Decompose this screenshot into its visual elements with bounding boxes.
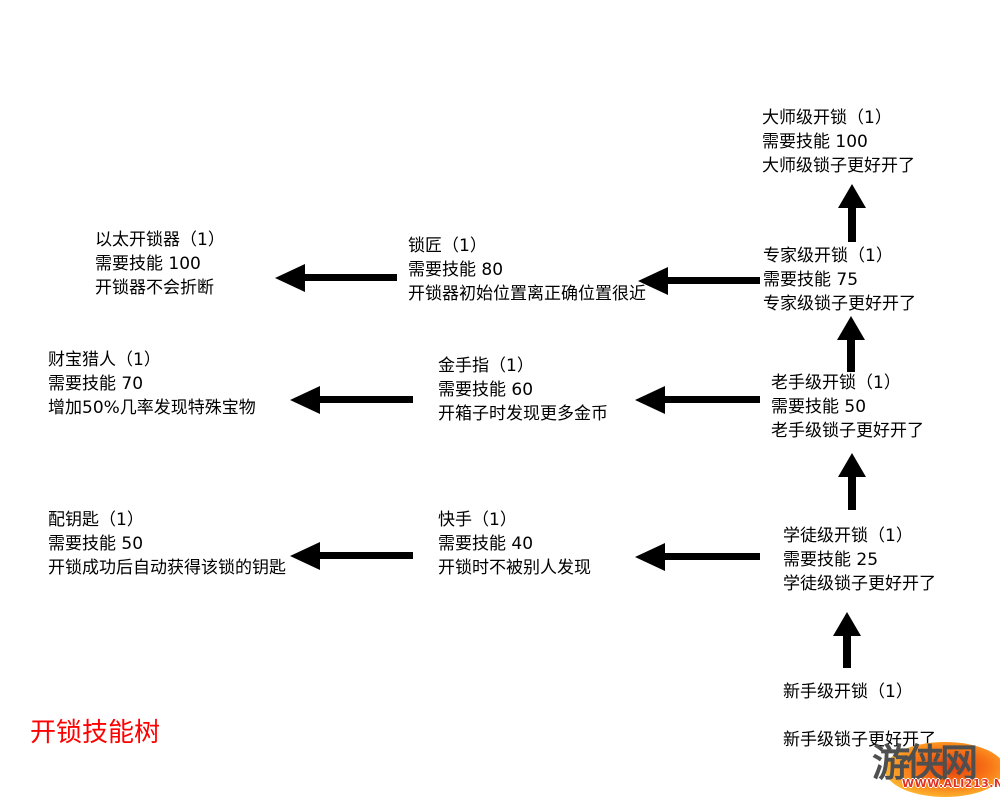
perk-effect: 大师级锁子更好开了 xyxy=(762,156,915,176)
perk-effect: 开锁器不会折断 xyxy=(95,278,214,298)
node-apprentice-lockpicking: 学徒级开锁（1） 需要技能 25 学徒级锁子更好开了 xyxy=(783,524,936,596)
arrow-apprentice-to-quick-hands xyxy=(635,543,760,571)
arrow-shaft xyxy=(314,396,413,403)
arrow-expert-to-locksmith xyxy=(638,267,760,295)
node-expert-lockpicking: 专家级开锁（1） 需要技能 75 专家级锁子更好开了 xyxy=(763,244,916,316)
perk-requirement: 需要技能 100 xyxy=(95,254,201,274)
arrow-locksmith-to-ether xyxy=(275,264,397,292)
node-treasure-hunter: 财宝猎人（1） 需要技能 70 增加50%几率发现特殊宝物 xyxy=(48,348,256,420)
arrow-veteran-to-expert xyxy=(837,316,865,372)
arrow-shaft xyxy=(662,277,760,284)
node-ether-lockpick: 以太开锁器（1） 需要技能 100 开锁器不会折断 xyxy=(95,228,225,300)
perk-effect: 开锁成功后自动获得该锁的钥匙 xyxy=(48,558,286,578)
perk-effect: 学徒级锁子更好开了 xyxy=(783,574,936,594)
perk-requirement: 需要技能 75 xyxy=(763,270,859,290)
perk-effect: 专家级锁子更好开了 xyxy=(763,294,916,314)
arrow-novice-to-apprentice xyxy=(833,612,861,668)
arrow-shaft xyxy=(847,335,855,372)
perk-requirement: 需要技能 70 xyxy=(48,374,144,394)
perk-requirement: 需要技能 50 xyxy=(48,534,144,554)
arrow-shaft xyxy=(299,274,397,281)
watermark-ellipse xyxy=(885,742,1000,797)
perk-effect: 开箱子时发现更多金币 xyxy=(438,404,608,424)
arrow-expert-to-master xyxy=(838,184,866,242)
perk-requirement: 需要技能 80 xyxy=(408,260,504,280)
arrow-veteran-to-golden-touch xyxy=(635,386,760,414)
perk-name: 锁匠（1） xyxy=(408,236,487,256)
perk-requirement: 需要技能 50 xyxy=(771,397,867,417)
perk-name: 金手指（1） xyxy=(438,356,534,376)
perk-effect: 开锁器初始位置离正确位置很近 xyxy=(408,284,646,304)
perk-name: 学徒级开锁（1） xyxy=(783,526,913,546)
perk-requirement xyxy=(783,704,936,728)
perk-effect: 老手级锁子更好开了 xyxy=(771,421,924,441)
node-master-lockpicking: 大师级开锁（1） 需要技能 100 大师级锁子更好开了 xyxy=(762,106,915,178)
perk-requirement: 需要技能 60 xyxy=(438,380,534,400)
perk-name: 快手（1） xyxy=(438,510,517,530)
perk-name: 大师级开锁（1） xyxy=(762,108,892,128)
arrow-shaft xyxy=(314,552,413,559)
node-key-maker: 配钥匙（1） 需要技能 50 开锁成功后自动获得该锁的钥匙 xyxy=(48,508,286,580)
arrow-shaft xyxy=(843,631,851,668)
perk-requirement: 需要技能 100 xyxy=(762,132,868,152)
perk-effect: 增加50%几率发现特殊宝物 xyxy=(48,398,256,418)
watermark-site-url: WWW.ALI213.NET xyxy=(902,777,1000,790)
perk-effect: 开锁时不被别人发现 xyxy=(438,558,591,578)
perk-effect: 新手级锁子更好开了 xyxy=(783,730,936,750)
arrow-golden-touch-to-treasure-hunter xyxy=(290,386,413,414)
watermark-site-logo: 游侠网 xyxy=(872,740,978,785)
arrow-shaft xyxy=(848,472,856,510)
arrow-quick-hands-to-key-maker xyxy=(290,542,413,570)
perk-name: 财宝猎人（1） xyxy=(48,350,161,370)
perk-name: 新手级开锁（1） xyxy=(783,682,913,702)
node-locksmith: 锁匠（1） 需要技能 80 开锁器初始位置离正确位置很近 xyxy=(408,234,646,306)
perk-name: 配钥匙（1） xyxy=(48,510,144,530)
arrow-shaft xyxy=(659,396,760,403)
arrow-apprentice-to-veteran xyxy=(838,453,866,510)
node-novice-lockpicking: 新手级开锁（1） 新手级锁子更好开了 xyxy=(783,680,936,752)
node-veteran-lockpicking: 老手级开锁（1） 需要技能 50 老手级锁子更好开了 xyxy=(771,371,924,443)
perk-name: 老手级开锁（1） xyxy=(771,373,901,393)
node-golden-touch: 金手指（1） 需要技能 60 开箱子时发现更多金币 xyxy=(438,354,608,426)
perk-requirement: 需要技能 40 xyxy=(438,534,534,554)
page-title: 开锁技能树 xyxy=(30,718,161,748)
arrow-shaft xyxy=(659,553,760,560)
perk-name: 以太开锁器（1） xyxy=(95,230,225,250)
perk-name: 专家级开锁（1） xyxy=(763,246,893,266)
node-quick-hands: 快手（1） 需要技能 40 开锁时不被别人发现 xyxy=(438,508,591,580)
arrow-shaft xyxy=(848,203,856,242)
watermark: 游侠网 WWW.ALI213.NET xyxy=(870,733,1000,800)
perk-requirement: 需要技能 25 xyxy=(783,550,879,570)
